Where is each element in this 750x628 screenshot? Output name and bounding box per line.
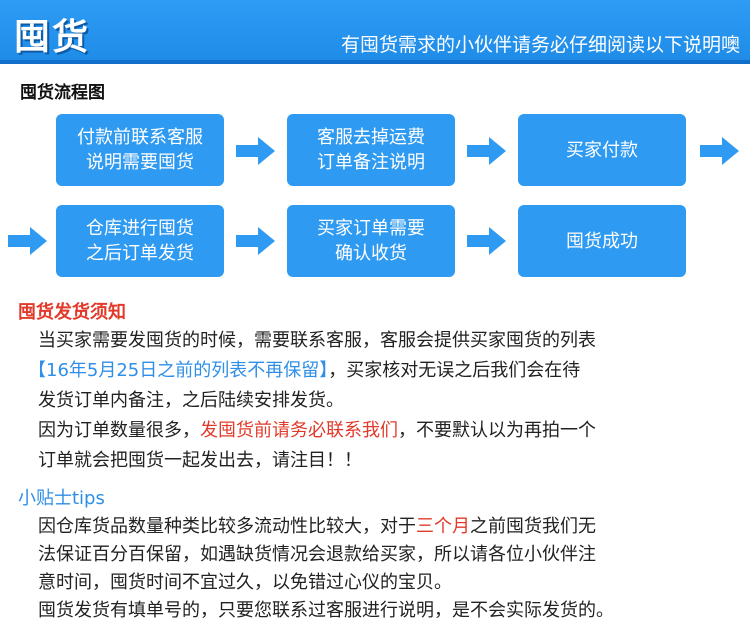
notice-date-highlight: 【16年5月25日之前的列表不再保留】: [28, 360, 329, 381]
tips-line-2-text: 法保证百分百保留，如遇缺货情况会退款给买家，所以请各位小伙伴注: [38, 544, 596, 565]
flow-step-3-label: 买家付款: [566, 139, 638, 161]
notice-line-2-text: ，买家核对无误之后我们会在待: [328, 360, 581, 381]
arrow-right-icon: [236, 226, 276, 256]
arrow-right-icon: [467, 136, 507, 166]
tips-line-1a-text: 因仓库货品数量种类比较多流动性比较大，对于: [38, 516, 416, 537]
page-title: 囤货: [14, 17, 91, 58]
arrow-right-icon: [700, 136, 740, 166]
flow-step-6: 囤货成功: [518, 205, 686, 277]
notice-contact-highlight: 发囤货前请务必联系我们: [200, 420, 398, 441]
flow-step-1: 付款前联系客服 说明需要囤货: [56, 114, 224, 186]
tips-line-2: 法保证百分百保留，如遇缺货情况会退款给买家，所以请各位小伙伴注: [38, 540, 738, 570]
notice-line-3: 发货订单内备注，之后陆续安排发货。: [38, 386, 738, 416]
tips-three-months-highlight: 三个月: [416, 516, 470, 537]
notice-line-5-text: 订单就会把囤货一起发出去，请注目！！: [38, 450, 362, 471]
tips-line-3-text: 意时间，囤货时间不宜过久，以免错过心仪的宝贝。: [38, 572, 452, 593]
notice-line-3-text: 发货订单内备注，之后陆续安排发货。: [38, 390, 344, 411]
arrow-right-icon: [236, 136, 276, 166]
notice-line-4: 因为订单数量很多，发囤货前请务必联系我们，不要默认以为再拍一个: [38, 416, 738, 446]
tips-line-1b-text: 之前囤货我们无: [470, 516, 596, 537]
flow-step-5-label: 买家订单需要 确认收货: [317, 218, 425, 264]
tips-title: 小贴士tips: [18, 488, 105, 509]
flow-step-3: 买家付款: [518, 114, 686, 186]
notice-line-4b-text: ，不要默认以为再拍一个: [398, 420, 596, 441]
notice-line-4a-text: 因为订单数量很多，: [38, 420, 200, 441]
flow-step-1-label: 付款前联系客服 说明需要囤货: [77, 127, 203, 173]
notice-line-5: 订单就会把囤货一起发出去，请注目！！: [38, 446, 738, 476]
arrow-right-icon: [467, 226, 507, 256]
notice-title: 囤货发货须知: [18, 302, 126, 323]
header-banner: 囤货 有囤货需求的小伙伴请务必仔细阅读以下说明噢: [0, 0, 750, 64]
arrow-right-icon: [8, 226, 48, 256]
tips-line-3: 意时间，囤货时间不宜过久，以免错过心仪的宝贝。: [38, 568, 738, 598]
flow-step-5: 买家订单需要 确认收货: [287, 205, 455, 277]
flow-section-label: 囤货流程图: [20, 83, 105, 103]
notice-line-2: 【16年5月25日之前的列表不再保留】，买家核对无误之后我们会在待: [28, 356, 728, 386]
flow-step-6-label: 囤货成功: [566, 230, 638, 252]
flow-step-4-label: 仓库进行囤货 之后订单发货: [86, 218, 194, 264]
notice-line-1-text: 当买家需要发囤货的时候，需要联系客服，客服会提供买家囤货的列表: [38, 330, 596, 351]
page-subtitle: 有囤货需求的小伙伴请务必仔细阅读以下说明噢: [340, 34, 740, 56]
tips-line-1: 因仓库货品数量种类比较多流动性比较大，对于三个月之前囤货我们无: [38, 512, 738, 542]
flow-step-2-label: 客服去掉运费 订单备注说明: [317, 127, 425, 173]
notice-line-1: 当买家需要发囤货的时候，需要联系客服，客服会提供买家囤货的列表: [38, 326, 738, 356]
tips-line-4-text: 囤货发货有填单号的，只要您联系过客服进行说明，是不会实际发货的。: [38, 600, 614, 621]
flow-step-4: 仓库进行囤货 之后订单发货: [56, 205, 224, 277]
flow-step-2: 客服去掉运费 订单备注说明: [287, 114, 455, 186]
tips-line-4: 囤货发货有填单号的，只要您联系过客服进行说明，是不会实际发货的。: [38, 596, 738, 626]
